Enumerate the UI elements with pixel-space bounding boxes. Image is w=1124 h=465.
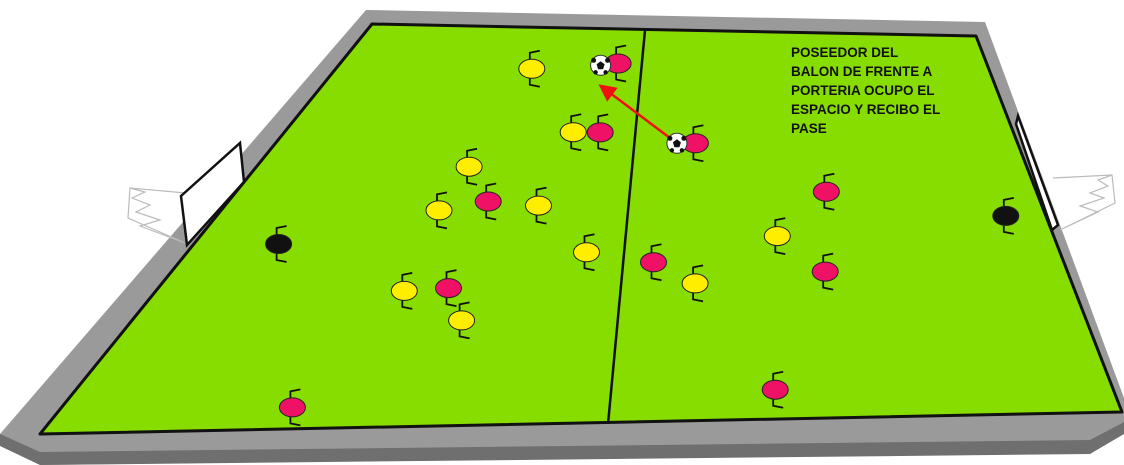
- player-magenta-body: [475, 192, 501, 211]
- soccer-ball-patch: [680, 148, 684, 152]
- player-yellow-body: [526, 196, 552, 215]
- player-yellow-body: [560, 123, 586, 142]
- player-magenta-body: [279, 398, 305, 417]
- diagram-caption: POSEEDOR DEL BALON DE FRENTE A PORTERIA …: [791, 43, 991, 138]
- goalkeeper-body: [993, 206, 1019, 225]
- goalkeeper-body: [266, 235, 292, 254]
- soccer-ball-patch: [667, 136, 672, 141]
- player-magenta-body: [762, 380, 788, 399]
- right-goal-net: [1053, 175, 1115, 230]
- player-yellow-body: [519, 59, 545, 78]
- soccer-ball-icon: [667, 133, 687, 153]
- player-yellow-body: [449, 311, 475, 330]
- soccer-ball-patch: [603, 70, 607, 74]
- soccer-ball-patch: [605, 58, 610, 63]
- player-magenta-body: [587, 123, 613, 142]
- player-magenta-body: [436, 279, 462, 298]
- player-yellow-body: [391, 281, 417, 300]
- player-yellow-body: [574, 243, 600, 262]
- player-magenta-body: [812, 262, 838, 281]
- soccer-ball-icon: [591, 55, 611, 75]
- player-yellow-body: [456, 157, 482, 176]
- player-yellow-body: [426, 201, 452, 220]
- soccer-ball-patch: [681, 136, 686, 141]
- soccer-ball-patch: [591, 58, 596, 63]
- soccer-ball-patch: [593, 70, 597, 74]
- player-yellow-body: [682, 274, 708, 293]
- player-yellow-body: [764, 227, 790, 246]
- soccer-ball-patch: [670, 148, 674, 152]
- player-magenta-body: [813, 182, 839, 201]
- player-magenta-body: [641, 253, 667, 272]
